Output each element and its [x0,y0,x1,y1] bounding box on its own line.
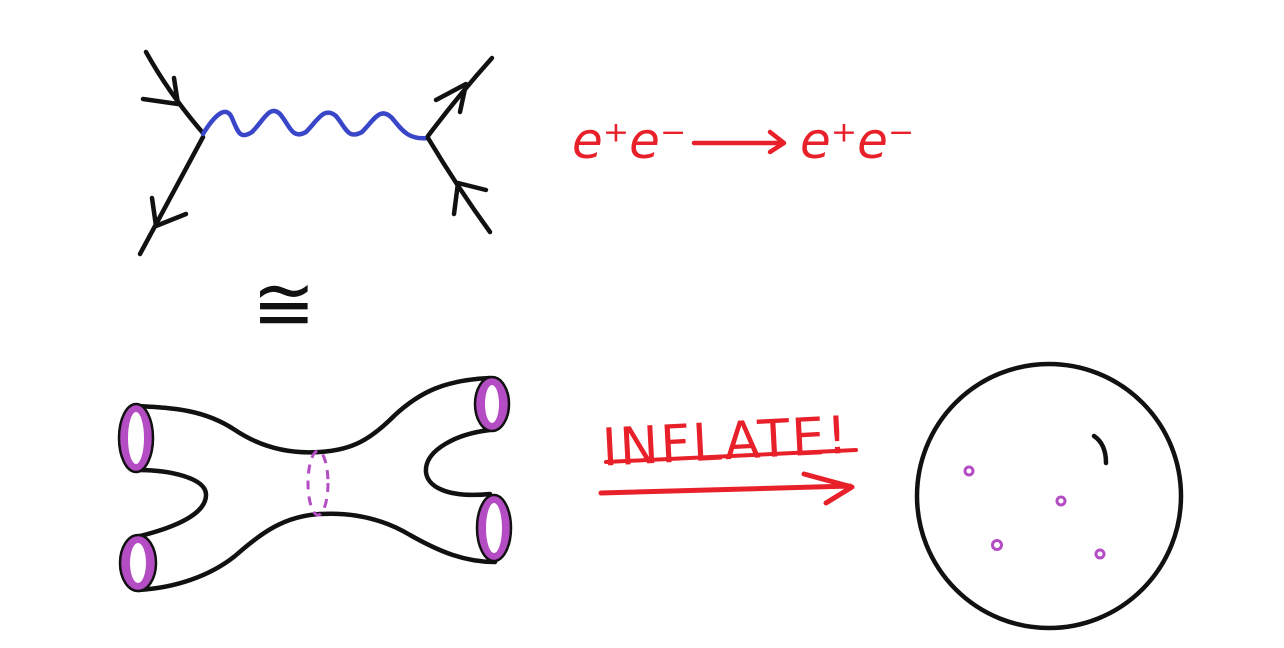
arrow-head-top-right [433,81,469,115]
inflated-sphere [914,361,1184,631]
inflate-label: INFLATE! [601,406,851,479]
neck-circle-dashed [306,449,330,517]
arrow-head-bottom-right [451,180,489,217]
marked-point-1 [963,465,975,477]
sphere-highlight-stroke [1091,433,1109,466]
boundary-circle-top-left [117,402,155,474]
boundary-circle-bottom-left [118,533,158,593]
process-label-right: e⁺e⁻ [800,112,914,170]
worldsheet-right-inner-edge [423,427,493,498]
inflate-underline [604,448,858,464]
process-label-left: e⁺e⁻ [572,112,686,170]
boundary-circle-bottom-right [475,493,513,563]
worldsheet-left-inner-edge [135,467,209,539]
photon-propagator [200,108,431,141]
sphere-outline [914,361,1184,631]
inflate-annotation: INFLATE! [598,406,858,506]
arrow-head-bottom-left [149,195,189,229]
feynman-diagram [137,49,495,257]
string-worldsheet [117,375,513,593]
electron-line-top-left [143,49,206,136]
electron-line-top-right [425,55,495,139]
inflate-arrow [598,471,855,506]
process-label: e⁺e⁻ e⁺e⁻ [572,112,914,170]
marked-point-2 [1055,495,1067,507]
process-arrow [691,129,787,155]
boundary-circle-top-right [473,375,511,433]
arrow-head-top-left [140,75,181,107]
marked-point-4 [1094,548,1106,560]
marked-point-3 [991,539,1003,551]
relation-symbol: ≅ [252,259,316,348]
worldsheet-top-edge [135,375,493,455]
worldsheet-bottom-edge [135,511,498,593]
electron-line-bottom-left [137,134,206,257]
